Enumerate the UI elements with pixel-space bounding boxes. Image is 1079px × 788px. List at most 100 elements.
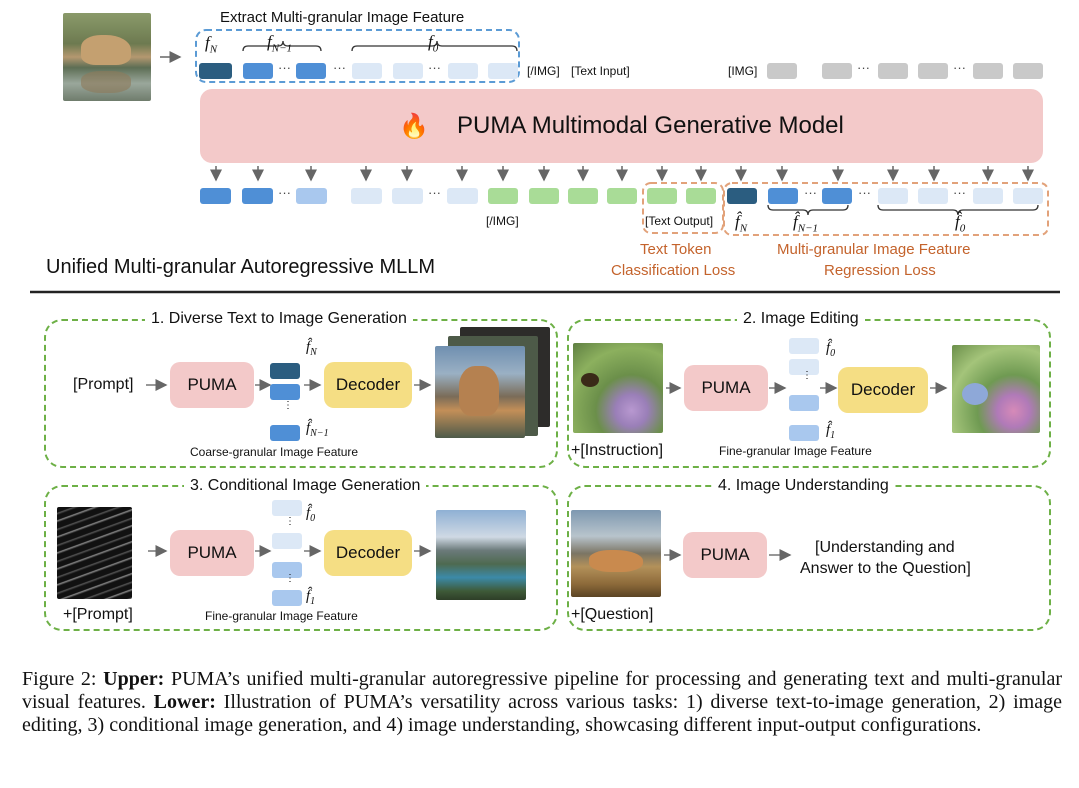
output-token-fn: [727, 188, 757, 204]
output-token-text: [568, 188, 598, 204]
input-token-f0: [488, 63, 518, 79]
text-input-label: [Text Input]: [571, 64, 630, 78]
generated-landscape-image: [436, 510, 526, 600]
token-ellipsis: ···: [278, 60, 291, 75]
output-token-text: [647, 188, 677, 204]
edge-map-image: [57, 507, 132, 599]
input-token-fn: [199, 63, 232, 79]
fire-icon: 🔥: [399, 112, 430, 140]
token-ellipsis: ···: [428, 185, 441, 200]
img-close-output-label: [/IMG]: [486, 214, 519, 228]
feature-type-label: Fine-granular Image Feature: [205, 609, 358, 623]
out-fn-label: f̂N: [735, 212, 748, 235]
feature-token: [789, 359, 819, 375]
output-token-text: [686, 188, 716, 204]
feature-token-f0: [789, 338, 819, 354]
f0-hat-label: f̂0: [306, 505, 316, 524]
puma-block: PUMA: [170, 530, 254, 576]
input-token-fn1: [243, 63, 273, 79]
img-open-token-label: [IMG]: [728, 64, 758, 78]
f-n-label: fN: [205, 33, 218, 56]
puma-block: PUMA: [683, 532, 767, 578]
query-token: [878, 63, 908, 79]
output-token-pale: [447, 188, 478, 204]
query-token: [767, 63, 797, 79]
extract-feature-label: Extract Multi-granular Image Feature: [220, 9, 465, 26]
text-loss-line1: Text Token: [640, 241, 712, 258]
generated-cougar-image: [435, 346, 525, 438]
input-flower-image: [573, 343, 663, 433]
input-running-cougar-image: [571, 510, 661, 597]
query-token: [1013, 63, 1043, 79]
input-token-f0: [352, 63, 382, 79]
text-loss-line2: Classification Loss: [611, 262, 736, 279]
f-n-minus-1-label: fN−1: [267, 32, 292, 55]
output-token-blue: [200, 188, 231, 204]
output-token-pale: [392, 188, 423, 204]
token-ellipsis: ···: [953, 60, 966, 75]
panel-2-title: 2. Image Editing: [737, 310, 865, 328]
answer-label-line2: Answer to the Question]: [800, 560, 971, 577]
prompt-input-label: [Prompt]: [73, 376, 134, 393]
vertical-ellipsis: ⋮: [285, 516, 295, 527]
output-token-pale: [351, 188, 382, 204]
answer-label-line1: [Understanding and: [815, 539, 955, 556]
input-cougar-image: [63, 13, 151, 101]
feature-token-f1: [272, 590, 302, 606]
caption-label: Figure 2:: [22, 668, 97, 690]
section-title: Unified Multi-granular Autoregressive ML…: [46, 256, 436, 278]
panel-4-title: 4. Image Understanding: [712, 477, 895, 495]
decoder-block: Decoder: [838, 367, 928, 413]
token-ellipsis: ···: [953, 185, 966, 200]
model-title: PUMA Multimodal Generative Model: [457, 112, 844, 139]
puma-model-block: 🔥 PUMA Multimodal Generative Model: [200, 89, 1043, 163]
f1-hat-label: f̂1: [826, 422, 836, 441]
output-token-text: [529, 188, 559, 204]
instruction-input-label: +[Instruction]: [571, 442, 664, 459]
panel-1-title: 1. Diverse Text to Image Generation: [145, 310, 413, 328]
f1-hat-label: f̂1: [306, 588, 316, 607]
feature-token: [272, 562, 302, 578]
feature-token-fn: [270, 363, 300, 379]
output-token-text: [488, 188, 518, 204]
out-f0-label: f̂0: [955, 212, 966, 235]
decoder-block: Decoder: [324, 362, 412, 408]
token-ellipsis: ···: [278, 185, 291, 200]
vertical-ellipsis: ⋮: [802, 370, 812, 381]
caption-lower-bold: Lower:: [153, 691, 216, 713]
decoder-block: Decoder: [324, 530, 412, 576]
panel-3-title: 3. Conditional Image Generation: [184, 477, 427, 495]
text-output-label: [Text Output]: [645, 214, 714, 228]
out-fn1-label: f̂N−1: [793, 212, 818, 235]
output-token-lightblue: [296, 188, 327, 204]
figure-caption: Figure 2: Upper: PUMA’s unified multi-gr…: [22, 668, 1062, 737]
question-input-label: +[Question]: [571, 606, 654, 623]
caption-upper-bold: Upper:: [103, 668, 165, 690]
output-token-f0: [973, 188, 1003, 204]
output-token-text: [607, 188, 637, 204]
f0-hat-label: f̂0: [826, 340, 836, 359]
puma-block: PUMA: [684, 365, 768, 411]
token-ellipsis: ···: [333, 60, 346, 75]
feature-token-f0: [272, 500, 302, 516]
fn-hat-label: f̂N: [306, 339, 317, 358]
output-token-f0: [1013, 188, 1043, 204]
vertical-ellipsis: ⋮: [285, 573, 295, 584]
output-token-blue: [242, 188, 273, 204]
token-ellipsis: ···: [857, 60, 870, 75]
vertical-ellipsis: ⋮: [283, 400, 293, 411]
feature-loss-line1: Multi-granular Image Feature: [777, 241, 971, 258]
feature-token-fn1: [270, 425, 300, 441]
edited-flower-image: [952, 345, 1040, 433]
query-token: [918, 63, 948, 79]
puma-block: PUMA: [170, 362, 254, 408]
output-token-fn1: [768, 188, 798, 204]
output-token-f0: [918, 188, 948, 204]
feature-token-f1: [789, 425, 819, 441]
output-token-f0: [878, 188, 908, 204]
caption-upper-text: PUMA’s unified multi-granular autoregres…: [22, 668, 1063, 713]
input-token-fn1: [296, 63, 326, 79]
token-ellipsis: ···: [858, 185, 871, 200]
token-ellipsis: ···: [428, 60, 441, 75]
query-token: [822, 63, 852, 79]
